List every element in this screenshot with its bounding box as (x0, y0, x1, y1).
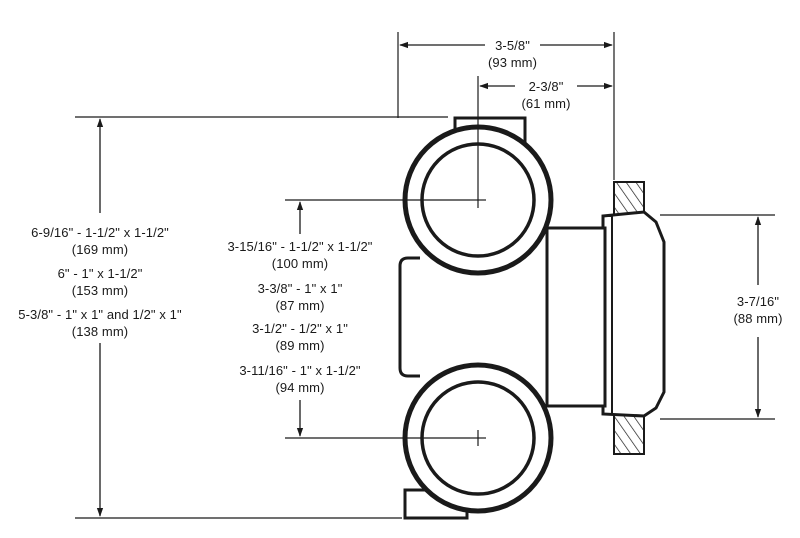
center-imperial: 3-3/8" - 1" x 1" (257, 281, 343, 296)
top-width-metric: (93 mm) (487, 55, 538, 70)
top-width-imperial: 3-5/8" (495, 38, 530, 53)
overall-metric: (153 mm) (71, 283, 129, 298)
center-metric: (94 mm) (275, 380, 325, 395)
center-metric: (100 mm) (271, 256, 329, 271)
trim-flange (601, 210, 666, 418)
center-imperial: 3-15/16" - 1-1/2" x 1-1/2" (227, 239, 373, 254)
flange-height-metric: (88 mm) (733, 311, 783, 326)
top-width-label: 3-5/8" (93 mm) (470, 37, 555, 71)
top-offset-imperial: 2-3/8" (528, 79, 564, 94)
center-metric: (87 mm) (275, 298, 325, 313)
overall-imperial: 6-9/16" - 1-1/2" x 1-1/2" (31, 225, 169, 240)
overall-label-1: 6-9/16" - 1-1/2" x 1-1/2" (169 mm) (8, 224, 192, 258)
overall-metric: (169 mm) (71, 242, 129, 257)
overall-imperial: 6" - 1" x 1-1/2" (57, 266, 143, 281)
top-offset-metric: (61 mm) (521, 96, 571, 111)
center-label-2: 3-3/8" - 1" x 1" (87 mm) (220, 280, 380, 314)
center-label-4: 3-11/16" - 1" x 1-1/2" (94 mm) (210, 362, 390, 396)
center-marks (470, 192, 486, 446)
extension-lines (75, 32, 775, 519)
dimension-lines (96, 41, 762, 517)
center-label-1: 3-15/16" - 1-1/2" x 1-1/2" (100 mm) (205, 238, 395, 272)
center-imperial: 3-1/2" - 1/2" x 1" (252, 321, 348, 336)
center-imperial: 3-11/16" - 1" x 1-1/2" (239, 363, 361, 378)
flange-height-imperial: 3-7/16" (736, 294, 780, 309)
overall-metric: (138 mm) (71, 324, 129, 339)
center-metric: (89 mm) (275, 338, 325, 353)
center-label-3: 3-1/2" - 1/2" x 1" (89 mm) (220, 320, 380, 354)
overall-imperial: 5-3/8" - 1" x 1" and 1/2" x 1" (18, 307, 182, 322)
overall-label-2: 6" - 1" x 1-1/2" (153 mm) (8, 265, 192, 299)
top-offset-label: 2-3/8" (61 mm) (508, 78, 584, 112)
flange-height-label: 3-7/16" (88 mm) (718, 293, 798, 327)
overall-label-3: 5-3/8" - 1" x 1" and 1/2" x 1" (138 mm) (2, 306, 198, 340)
